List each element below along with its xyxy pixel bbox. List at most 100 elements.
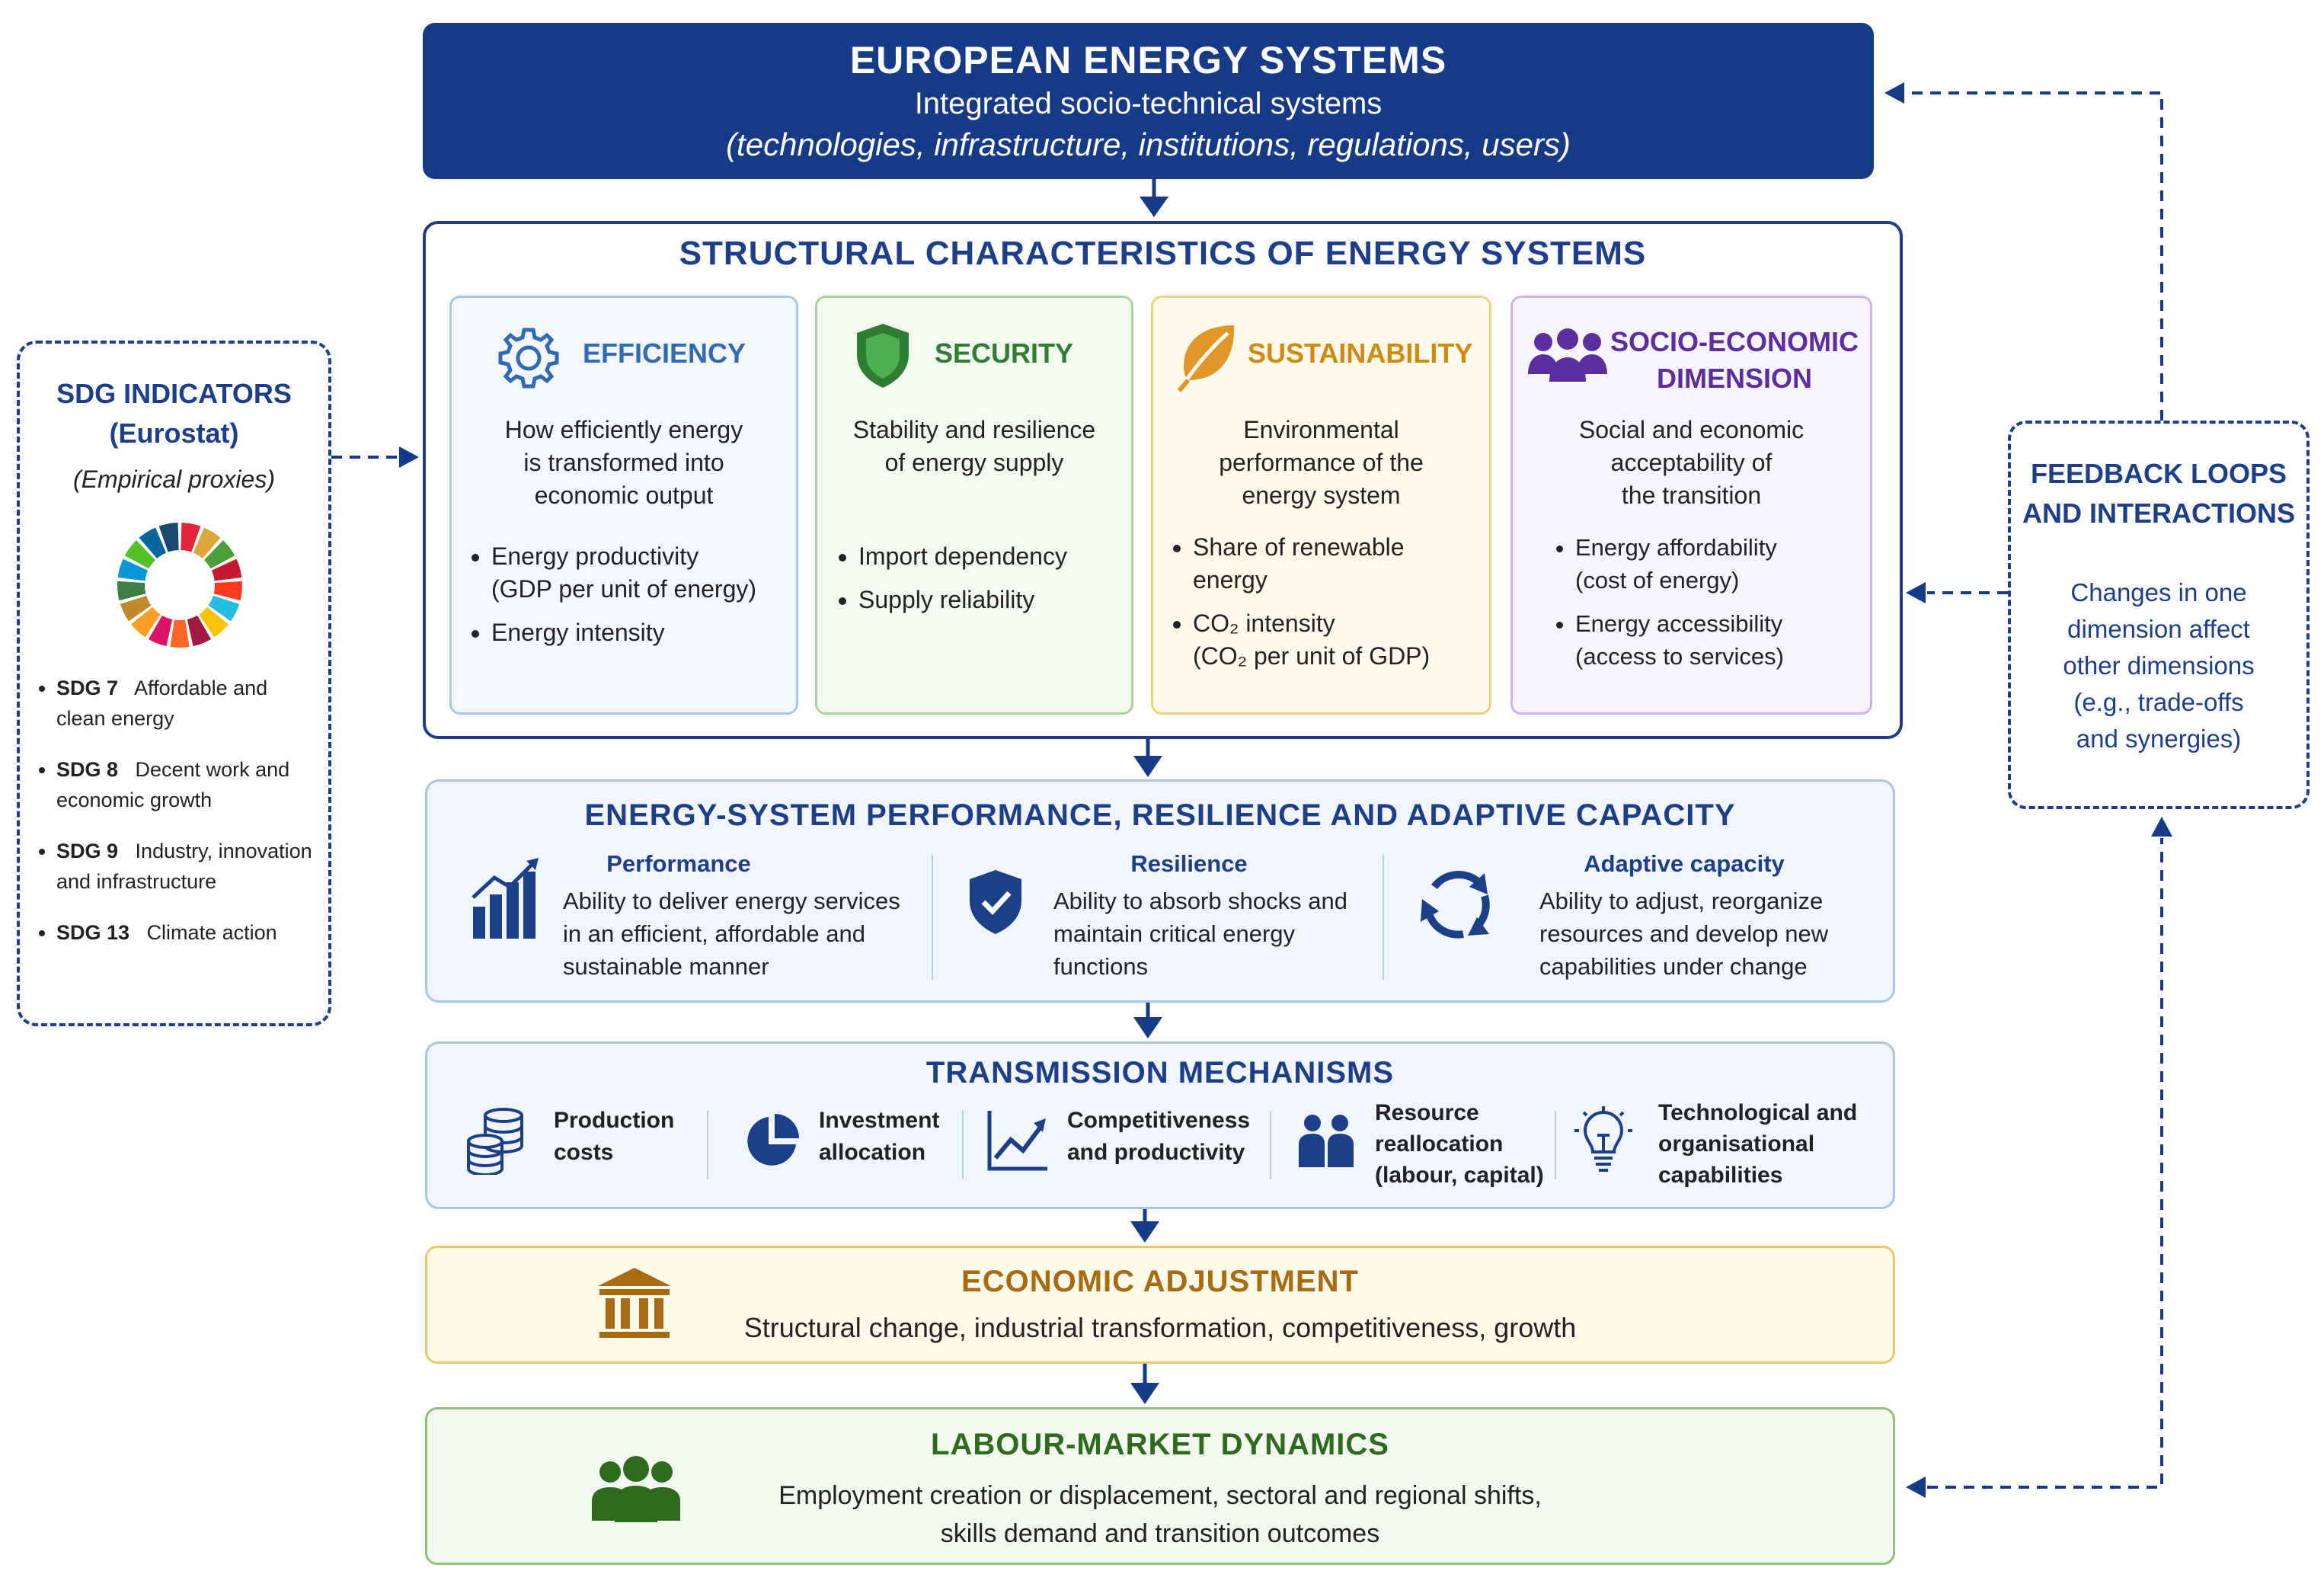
performance-box: ENERGY-SYSTEM PERFORMANCE, RESILIENCE AN…	[425, 779, 1895, 1003]
sdg-item: SDG 8 Decent work and economic growth	[56, 754, 346, 815]
feedback-title-line: AND INTERACTIONS	[2022, 498, 2295, 529]
banner-title: EUROPEAN ENERGY SYSTEMS	[849, 39, 1447, 82]
desc-line: capabilities under change	[1539, 953, 1808, 980]
sdg-wheel-segment	[193, 527, 221, 559]
bullet-text: Energy accessibility	[1575, 610, 1783, 637]
adaptive-col-title: Adaptive capacity	[1584, 850, 1785, 877]
bullet-text: (GDP per unit of energy)	[491, 575, 757, 603]
bullet-text: (CO₂ per unit of GDP)	[1193, 642, 1431, 670]
performance-title: ENERGY-SYSTEM PERFORMANCE, RESILIENCE AN…	[584, 798, 1736, 832]
label-line: Technological and	[1658, 1100, 1858, 1125]
trend-chart-icon	[987, 1111, 1047, 1171]
labour-market-box: LABOUR-MARKET DYNAMICS Employment creati…	[425, 1407, 1895, 1565]
transmission-item-label: Technological and organisational capabil…	[1658, 1097, 1857, 1191]
sdg-subtitle: (Empirical proxies)	[73, 466, 275, 493]
sdg-wheel-segment	[124, 540, 156, 569]
feedback-desc-line: other dimensions	[2063, 651, 2255, 680]
feedback-title: FEEDBACK LOOPS AND INTERACTIONS	[2011, 454, 2306, 533]
sdg-wheel-segment	[187, 615, 212, 647]
desc-line: in an efficient, affordable and	[563, 920, 865, 947]
pie-chart-icon	[747, 1114, 799, 1166]
transmission-item-label: Resource reallocation (labour, capital)	[1375, 1097, 1544, 1191]
socio-economic-bullets: Energy affordability(cost of energy) Ene…	[1545, 531, 1784, 683]
sdg-label: Decent work and	[135, 758, 290, 781]
sdg-title-line: SDG INDICATORS	[56, 378, 292, 409]
desc-line: Environmental	[1243, 416, 1399, 443]
desc-line: economic output	[534, 482, 714, 509]
title-line: DIMENSION	[1657, 363, 1813, 394]
sdg-wheel-segment	[131, 606, 161, 638]
bank-icon	[598, 1268, 671, 1338]
desc-line: functions	[1053, 953, 1149, 980]
bullet-item: CO₂ intensity(CO₂ per unit of GDP)	[1193, 607, 1430, 673]
sdg-label: economic growth	[56, 789, 213, 811]
resilience-col-desc: Ability to absorb shocks and maintain cr…	[1053, 885, 1347, 983]
sdg-wheel-segment	[117, 558, 149, 581]
sdg-label: clean energy	[56, 707, 174, 730]
shield-icon	[857, 324, 909, 388]
transmission-title: TRANSMISSION MECHANISMS	[925, 1056, 1395, 1089]
title-line: SOCIO-ECONOMIC	[1610, 326, 1859, 357]
sdg-wheel-segment	[213, 581, 242, 601]
column-divider	[1383, 854, 1384, 980]
desc-line: How efficiently energy	[504, 416, 743, 443]
bullet-text: Energy productivity	[491, 542, 699, 570]
feedback-desc-line: and synergies)	[2076, 725, 2242, 753]
bullet-text: Supply reliability	[858, 586, 1035, 613]
people-icon	[1528, 328, 1607, 382]
resilience-col-title: Resilience	[1130, 850, 1248, 877]
transmission-item-label: Production costs	[554, 1105, 674, 1169]
sdg-wheel-segment	[170, 619, 190, 648]
bullet-item: Import dependency	[858, 540, 1067, 573]
efficiency-desc: How efficiently energy is transformed in…	[467, 414, 781, 512]
desc-line: performance of the	[1219, 449, 1424, 476]
performance-col-desc: Ability to deliver energy services in an…	[563, 885, 900, 983]
transmission-mechanisms-box: TRANSMISSION MECHANISMS Production costs…	[425, 1041, 1895, 1209]
leaf-icon	[1177, 325, 1235, 392]
performance-col-title: Performance	[606, 850, 751, 877]
economic-desc: Structural change, industrial transforma…	[743, 1312, 1577, 1343]
sdg-wheel-segment	[199, 606, 229, 638]
desc-line: Ability to adjust, reorganize	[1539, 888, 1824, 914]
sdg-code: SDG 9	[56, 840, 119, 862]
economic-title: ECONOMIC ADJUSTMENT	[961, 1265, 1359, 1298]
shield-check-icon	[970, 870, 1021, 934]
sdg-wheel-segment	[158, 523, 179, 552]
sdg-label: Climate action	[146, 921, 277, 944]
desc-line: Employment creation or displacement, sec…	[778, 1481, 1542, 1510]
security-desc: Stability and resilience of energy suppl…	[833, 414, 1116, 479]
feedback-desc-line: Changes in one	[2070, 578, 2247, 606]
label-line: costs	[554, 1140, 614, 1165]
european-energy-systems-banner: EUROPEAN ENERGY SYSTEMS Integrated socio…	[423, 23, 1874, 179]
bullet-item: Energy accessibility(access to services)	[1575, 607, 1784, 673]
desc-line: sustainable manner	[563, 953, 769, 980]
bullet-text: Import dependency	[858, 542, 1067, 570]
bullet-item: Supply reliability	[858, 584, 1067, 616]
item-divider	[1555, 1111, 1556, 1179]
efficiency-title: EFFICIENCY	[583, 338, 746, 369]
desc-line: is transformed into	[523, 449, 724, 476]
bullet-text: (cost of energy)	[1575, 567, 1740, 594]
desc-line: acceptability of	[1610, 449, 1773, 476]
sdg-code: SDG 8	[56, 758, 119, 781]
feedback-title-line: FEEDBACK LOOPS	[2030, 458, 2287, 489]
banner-detail: (technologies, infrastructure, instituti…	[726, 126, 1571, 162]
desc-line: Stability and resilience	[852, 416, 1096, 443]
dashed-arrowheads	[399, 82, 2172, 1498]
label-line: Production	[554, 1108, 675, 1133]
efficiency-bullets: Energy productivity (GDP per unit of ener…	[461, 540, 756, 660]
dashed-connectors	[331, 91, 2163, 1489]
sdg-wheel-segment	[211, 558, 242, 581]
efficiency-card: EFFICIENCY How efficiently energy is tra…	[449, 296, 798, 715]
desc-line: skills demand and transition outcomes	[940, 1519, 1380, 1548]
feedback-desc-line: dimension affect	[2067, 615, 2250, 643]
lightbulb-icon	[1574, 1106, 1632, 1172]
workers-icon	[1299, 1115, 1354, 1167]
desc-line: Social and economic	[1578, 416, 1805, 443]
security-title: SECURITY	[935, 338, 1074, 369]
sdg-item: SDG 13 Climate action	[56, 917, 346, 948]
